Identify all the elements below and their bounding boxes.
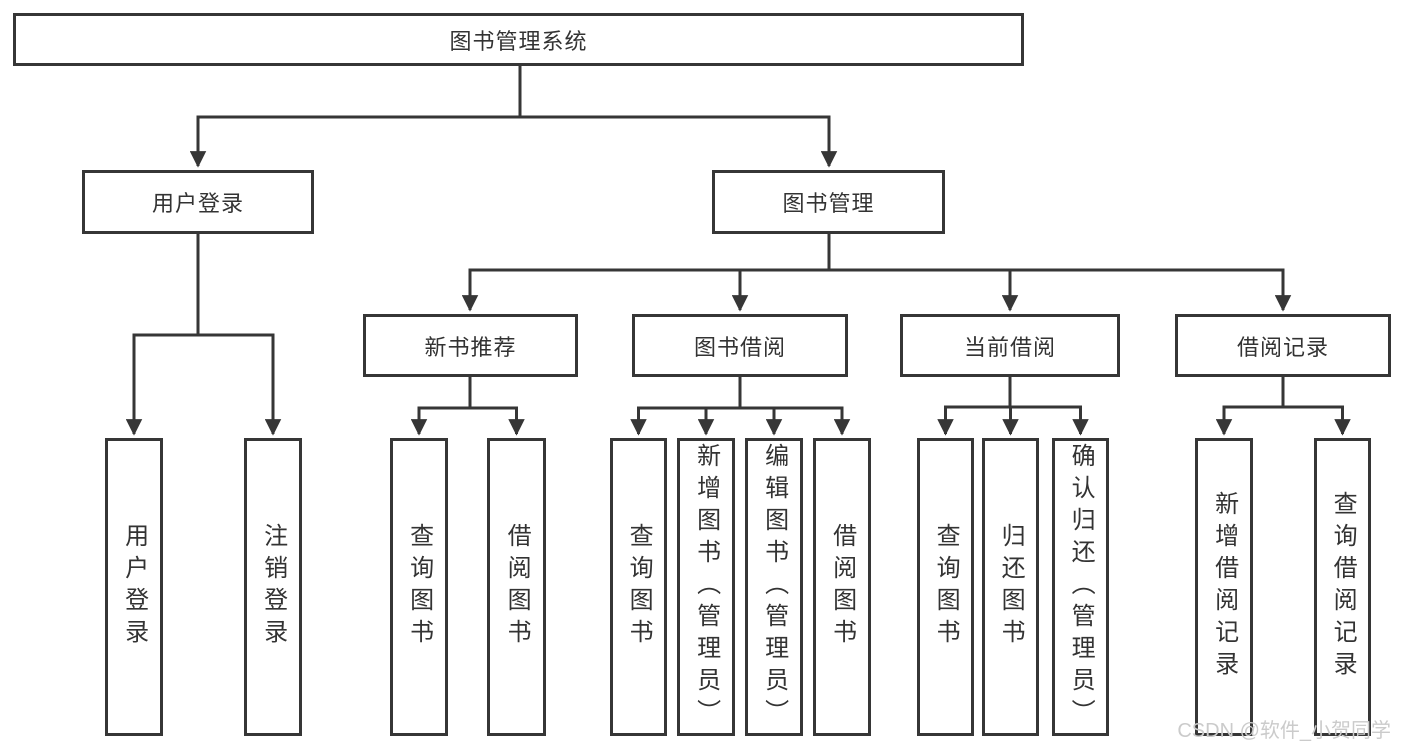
node-label: 归还图书 — [997, 523, 1025, 651]
node-label: 查询图书 — [405, 523, 433, 651]
node-library-system: 图书管理系统 — [13, 13, 1024, 66]
leaf-query-borrow-record: 查询借阅记录 — [1314, 438, 1371, 736]
node-label: 查询图书 — [625, 523, 653, 651]
node-label: 查询借阅记录 — [1329, 491, 1357, 683]
node-label: 当前借阅 — [963, 334, 1056, 360]
node-label: 图书管理 — [782, 191, 875, 216]
leaf-borrow-books-recommend: 借阅图书 — [487, 438, 546, 736]
node-label: 用户登录 — [151, 191, 244, 216]
leaf-logout: 注销登录 — [244, 438, 302, 736]
leaf-add-borrow-record: 新增借阅记录 — [1195, 438, 1253, 736]
watermark: CSDN @软件_小贺同学 — [1177, 720, 1391, 742]
leaf-edit-books-admin: 编辑图书（管理员） — [745, 438, 803, 736]
node-label: 新书推荐 — [424, 334, 517, 360]
node-label: 确认归还（管理员） — [1067, 443, 1095, 731]
node-label: 图书管理系统 — [449, 28, 588, 54]
node-label: 借阅图书 — [503, 523, 531, 651]
node-label: 借阅图书 — [828, 523, 856, 651]
leaf-query-books-current: 查询图书 — [917, 438, 974, 736]
node-label: 注销登录 — [259, 523, 287, 651]
node-user-login: 用户登录 — [82, 170, 314, 234]
node-label: 借阅记录 — [1236, 334, 1329, 360]
leaf-borrow-books: 借阅图书 — [813, 438, 871, 736]
node-borrowing-records: 借阅记录 — [1175, 314, 1391, 377]
leaf-return-books: 归还图书 — [982, 438, 1039, 736]
node-label: 编辑图书（管理员） — [760, 443, 788, 731]
node-label: 图书借阅 — [693, 334, 786, 360]
leaf-add-books-admin: 新增图书（管理员） — [677, 438, 735, 736]
node-label: 新增借阅记录 — [1210, 491, 1238, 683]
leaf-confirm-return-admin: 确认归还（管理员） — [1052, 438, 1109, 736]
node-current-borrowing: 当前借阅 — [900, 314, 1120, 377]
node-label: 查询图书 — [932, 523, 960, 651]
leaf-query-books-borrowing: 查询图书 — [610, 438, 667, 736]
leaf-query-books-recommend: 查询图书 — [390, 438, 448, 736]
leaf-user-login: 用户登录 — [105, 438, 163, 736]
node-new-book-recommend: 新书推荐 — [363, 314, 578, 377]
node-book-borrowing: 图书借阅 — [632, 314, 848, 377]
node-label: 新增图书（管理员） — [692, 443, 720, 731]
node-label: 用户登录 — [120, 523, 148, 651]
node-book-management: 图书管理 — [712, 170, 945, 234]
